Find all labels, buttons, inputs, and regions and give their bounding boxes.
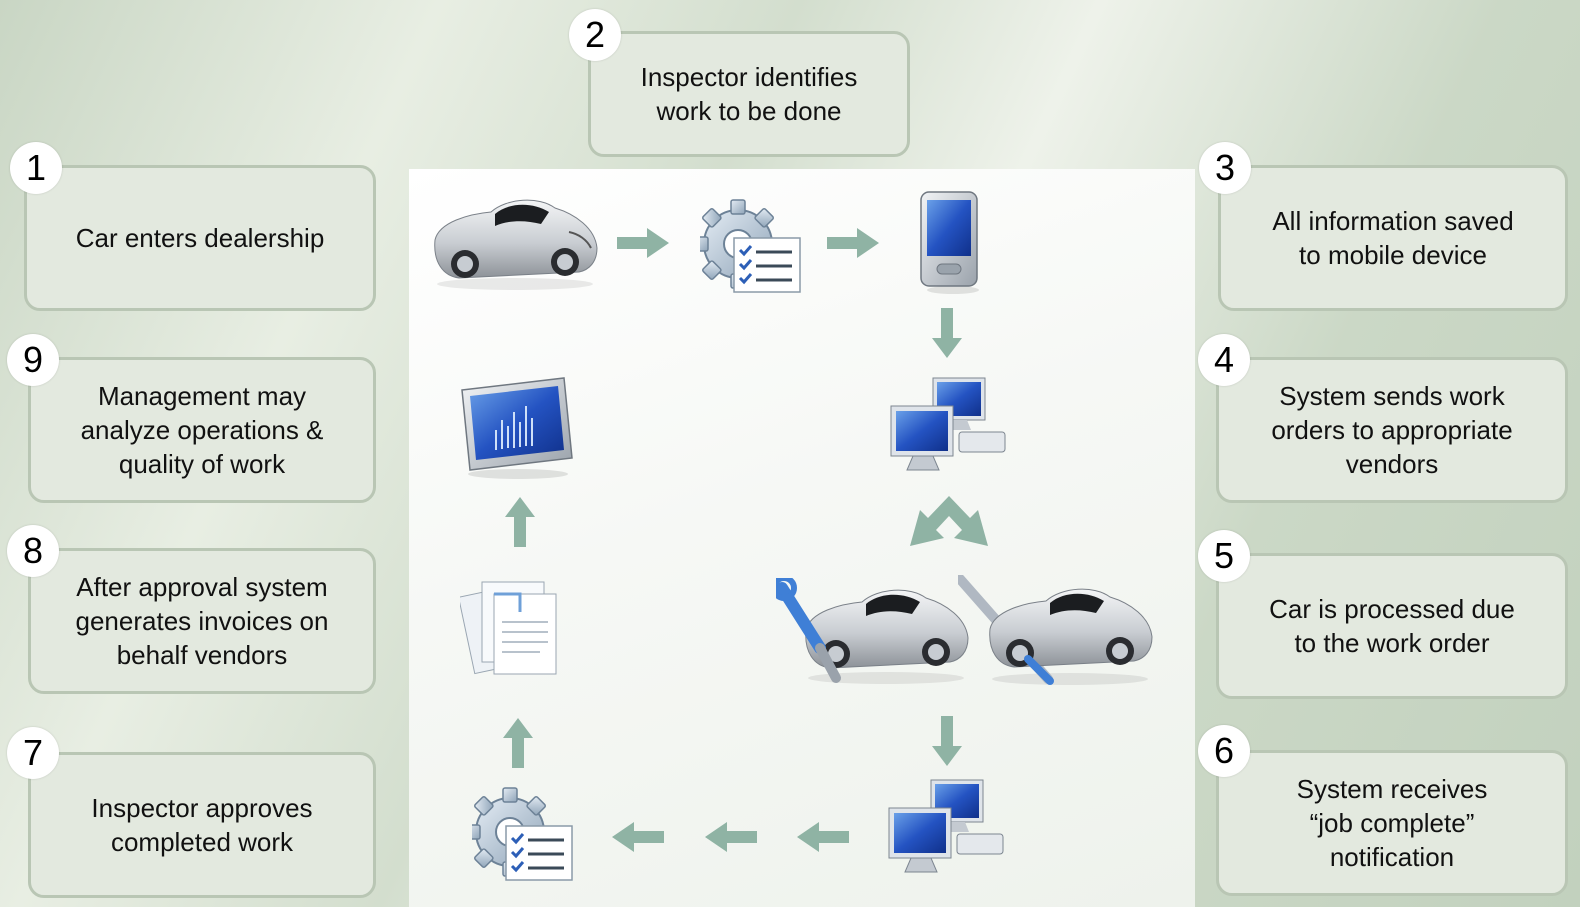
car-paint-icon — [958, 575, 1153, 685]
step-1-text: Car enters dealership — [75, 223, 325, 253]
flow-arrow-up — [505, 497, 535, 547]
step-7-text: Inspector approves completed work — [91, 793, 313, 857]
step-2-text: Inspector identifies work to be done — [640, 62, 858, 126]
step-3-callout: All information saved to mobile device — [1218, 165, 1568, 311]
step-6-text: System receives “job complete” notificat… — [1296, 774, 1488, 872]
car-repair-icon — [776, 578, 969, 684]
step-2-callout: Inspector identifies work to be done — [588, 31, 910, 157]
step-4-callout: System sends work orders to appropriate … — [1216, 357, 1568, 503]
step-5-callout: Car is processed due to the work order — [1216, 553, 1568, 699]
step-1-number: 1 — [10, 142, 62, 194]
flow-arrow-right — [827, 228, 879, 258]
approval-checklist-icon — [472, 787, 573, 881]
step-7-number: 7 — [7, 727, 59, 779]
networked-computers-icon — [890, 377, 1006, 471]
analytics-monitor-icon — [461, 377, 573, 479]
flow-arrow-down — [932, 716, 962, 766]
flow-arrow-left — [797, 822, 849, 852]
step-1-callout: Car enters dealership — [24, 165, 376, 311]
mobile-device-icon — [920, 191, 979, 294]
step-6-callout: System receives “job complete” notificat… — [1216, 750, 1568, 896]
step-6-number: 6 — [1198, 725, 1250, 777]
step-5-number: 5 — [1198, 530, 1250, 582]
step-7-callout: Inspector approves completed work — [28, 752, 376, 898]
car-icon — [434, 199, 598, 290]
step-8-callout: After approval system generates invoices… — [28, 548, 376, 694]
flow-arrow-left — [612, 822, 664, 852]
invoice-documents-icon — [460, 581, 557, 675]
flow-arrow-down — [932, 308, 962, 358]
step-9-callout: Management may analyze operations & qual… — [28, 357, 376, 503]
flow-arrow-left — [705, 822, 757, 852]
flow-arrow-right — [617, 228, 669, 258]
diagram-panel — [409, 169, 1195, 907]
step-9-number: 9 — [7, 334, 59, 386]
step-3-number: 3 — [1199, 142, 1251, 194]
step-9-text: Management may analyze operations & qual… — [80, 381, 324, 479]
step-5-text: Car is processed due to the work order — [1269, 594, 1515, 658]
step-3-text: All information saved to mobile device — [1272, 206, 1514, 270]
step-2-number: 2 — [569, 9, 621, 61]
step-8-text: After approval system generates invoices… — [75, 572, 329, 670]
networked-computers-icon — [888, 779, 1004, 873]
step-4-text: System sends work orders to appropriate … — [1271, 381, 1513, 479]
step-8-number: 8 — [7, 525, 59, 577]
flow-arrow-split — [910, 496, 988, 546]
step-4-number: 4 — [1198, 334, 1250, 386]
inspection-checklist-icon — [700, 199, 801, 293]
flow-arrow-up — [503, 718, 533, 768]
